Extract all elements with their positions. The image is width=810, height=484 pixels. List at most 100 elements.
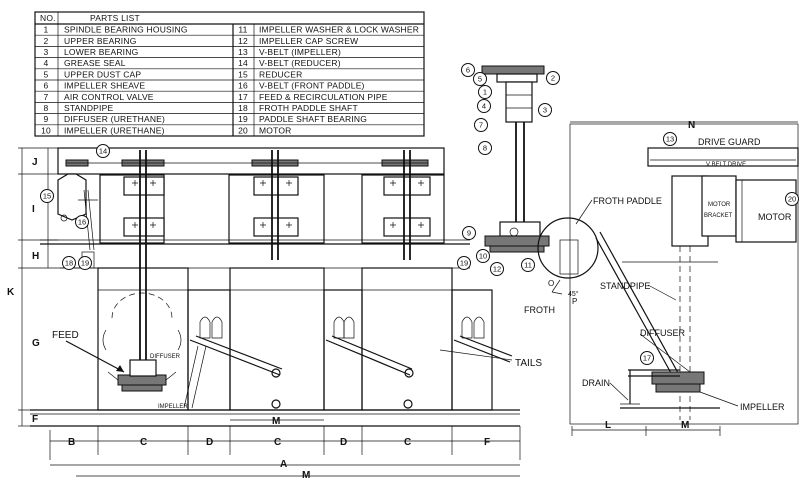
label-diffuser: DIFFUSER xyxy=(640,328,686,338)
balloon-circle xyxy=(640,351,654,365)
balloon-number: 4 xyxy=(482,102,486,111)
parts-list-item-name: V-BELT (REDUCER) xyxy=(259,58,341,68)
label-impeller: IMPELLER xyxy=(740,402,785,412)
label-froth-paddle: FROTH PADDLE xyxy=(593,196,662,206)
parts-list-item-number: 9 xyxy=(44,114,49,124)
label-diffuser-small: DIFFUSER xyxy=(150,354,181,360)
parts-list-item-name: PADDLE SHAFT BEARING xyxy=(259,114,367,124)
balloon-number: 19 xyxy=(81,259,89,268)
left-dimensions: J I H K G F xyxy=(7,147,98,427)
label-angle: 45° xyxy=(568,290,579,298)
balloon-circle xyxy=(478,141,492,155)
front-elevation xyxy=(30,147,520,427)
balloon-number: 16 xyxy=(78,218,86,227)
dim-I: I xyxy=(32,204,35,215)
parts-list-item-number: 17 xyxy=(238,92,248,102)
balloon-number: 18 xyxy=(65,259,73,268)
spindle-assembly xyxy=(481,65,550,253)
label-drive-guard: DRIVE GUARD xyxy=(698,137,761,147)
dim-H: H xyxy=(32,251,39,262)
dim-D-1: D xyxy=(206,437,213,448)
balloon-circle xyxy=(474,118,488,132)
balloon-circle xyxy=(521,258,535,272)
parts-list-no-header: NO. xyxy=(40,13,56,23)
parts-list-item-name: SPINDLE BEARING HOUSING xyxy=(64,25,188,35)
dim-M-bottom: M xyxy=(302,470,310,479)
parts-list-item-number: 4 xyxy=(44,58,49,68)
balloon-circle xyxy=(40,189,54,203)
label-motor-bracket-1: MOTOR xyxy=(708,202,731,208)
parts-list-item-number: 12 xyxy=(238,36,248,46)
side-elevation xyxy=(537,121,799,436)
dim-N: N xyxy=(688,120,695,131)
parts-list-item-number: 8 xyxy=(44,103,49,113)
label-belt-drive: V BELT DRIVE xyxy=(706,162,746,168)
balloon-circle xyxy=(538,103,552,117)
parts-list-item-name: AIR CONTROL VALVE xyxy=(64,92,154,102)
balloon-circle xyxy=(490,262,504,276)
label-feed: FEED xyxy=(52,330,79,341)
parts-list-item-number: 15 xyxy=(238,69,248,79)
parts-list-item-number: 14 xyxy=(238,58,248,68)
parts-list-item-number: 7 xyxy=(44,92,49,102)
dim-D-2: D xyxy=(340,437,347,448)
parts-list-item-name: FROTH PADDLE SHAFT xyxy=(259,103,358,113)
parts-list-item-name: MOTOR xyxy=(259,125,291,135)
balloon-number: 5 xyxy=(478,75,482,84)
dim-K: K xyxy=(7,287,15,298)
dim-C-2: C xyxy=(274,437,281,448)
balloon-circle xyxy=(785,192,799,206)
dim-P: P xyxy=(572,297,577,306)
balloon-circle xyxy=(473,72,487,86)
balloon-number: 6 xyxy=(466,66,470,75)
parts-list-item-name: IMPELLER SHEAVE xyxy=(64,81,145,91)
balloon-circle xyxy=(62,256,76,270)
dim-B: B xyxy=(68,437,75,448)
balloon-number: 11 xyxy=(524,261,532,270)
balloon-number: 8 xyxy=(483,144,487,153)
parts-list-item-name: FEED & RECIRCULATION PIPE xyxy=(259,92,388,102)
balloon-circle xyxy=(457,256,471,270)
label-motor-bracket-2: BRACKET xyxy=(704,213,733,219)
parts-list-item-number: 13 xyxy=(238,47,248,57)
parts-list-item-name: LOWER BEARING xyxy=(64,47,138,57)
dim-G: G xyxy=(32,338,40,349)
dim-C-1: C xyxy=(140,437,147,448)
bottom-dimensions: B C D C D C F A M M xyxy=(49,416,521,481)
balloon-number: 10 xyxy=(479,252,487,261)
dim-F-left: F xyxy=(32,414,38,425)
label-froth: FROTH xyxy=(524,305,555,315)
balloon-number: 19 xyxy=(460,259,468,268)
parts-list-item-name: GREASE SEAL xyxy=(64,58,126,68)
balloon-circle xyxy=(546,71,560,85)
balloon-number: 7 xyxy=(479,121,483,130)
parts-list-item-name: DIFFUSER (URETHANE) xyxy=(64,114,165,124)
parts-list-item-number: 6 xyxy=(44,81,49,91)
dim-F-bottom: F xyxy=(484,437,490,448)
dim-C-3: C xyxy=(404,437,411,448)
balloon-circle xyxy=(477,99,491,113)
parts-list-item-name: STANDPIPE xyxy=(64,103,113,113)
balloon-circle xyxy=(75,215,89,229)
balloon-circle xyxy=(478,85,492,99)
parts-list-item-number: 1 xyxy=(44,25,49,35)
parts-list-item-number: 2 xyxy=(44,36,49,46)
dim-O: O xyxy=(548,279,554,288)
balloon-number: 3 xyxy=(543,106,547,115)
parts-list-item-number: 5 xyxy=(44,69,49,79)
label-tails: TAILS xyxy=(515,358,542,369)
parts-list-item-name: IMPELLER WASHER & LOCK WASHER xyxy=(259,25,419,35)
dim-A: A xyxy=(280,459,287,470)
parts-list-item-number: 10 xyxy=(41,125,51,135)
dim-L: L xyxy=(605,420,611,431)
label-standpipe: STANDPIPE xyxy=(600,281,650,291)
balloon-number: 15 xyxy=(43,192,51,201)
balloon-circle xyxy=(78,256,92,270)
parts-list-item-name: UPPER DUST CAP xyxy=(64,69,141,79)
balloon-number: 14 xyxy=(99,147,107,156)
balloon-circle xyxy=(96,144,110,158)
balloon-number: 17 xyxy=(643,354,651,363)
